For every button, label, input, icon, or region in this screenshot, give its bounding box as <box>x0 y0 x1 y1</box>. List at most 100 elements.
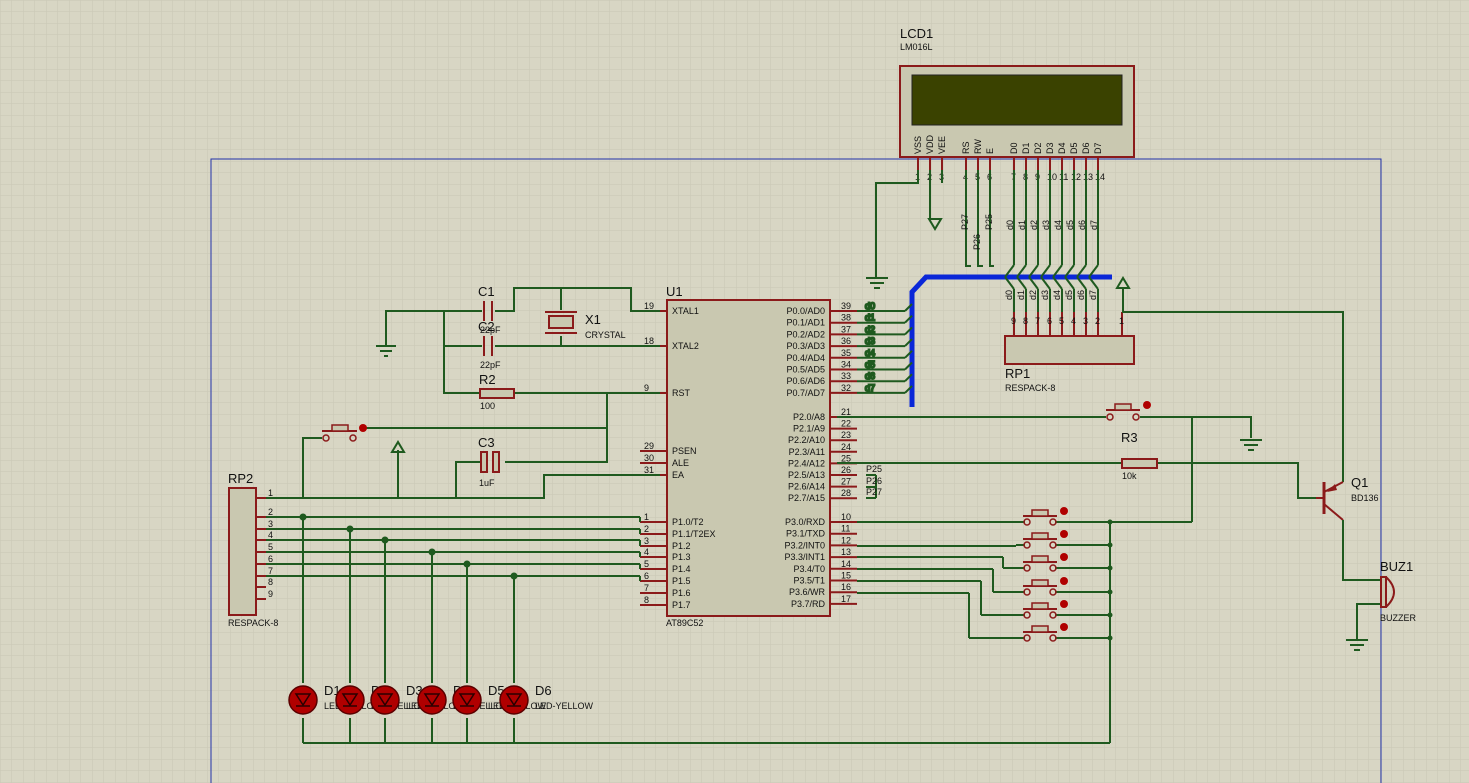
p20-pushbutton[interactable] <box>1106 401 1151 421</box>
wire <box>1040 264 1051 278</box>
u1-pin-name: XTAL1 <box>672 306 699 316</box>
rp2-part: RESPACK-8 <box>228 618 278 628</box>
oscillator-wires <box>385 287 660 394</box>
junction <box>381 536 389 544</box>
u1-pin-number: 31 <box>644 465 654 475</box>
net-label: d1 <box>1017 220 1027 230</box>
u1-pin-number: 27 <box>841 477 851 487</box>
net-label: P26 <box>972 234 982 250</box>
u1-pin-number: 5 <box>644 559 649 569</box>
u1-pin-number: 18 <box>644 336 654 346</box>
capacitor-c2[interactable]: C2 22pF <box>478 319 501 370</box>
p0-net-label: d7 <box>865 383 875 393</box>
u1-pin-name: P1.7 <box>672 600 691 610</box>
switch-button <box>1031 602 1049 610</box>
net-label: d4 <box>1053 220 1063 230</box>
led-symbol <box>458 693 476 707</box>
u1-pin-name: ALE <box>672 458 689 468</box>
p2-ground <box>1240 439 1262 451</box>
p3-pushbutton[interactable] <box>1023 507 1068 526</box>
buzzer-buz1[interactable]: BUZ1 BUZZER <box>1380 559 1417 623</box>
u1-pin-number: 36 <box>841 336 851 346</box>
u1-pin-number: 17 <box>841 594 851 604</box>
rp1-pin-number: 1 <box>1119 316 1124 326</box>
rp1-common-wire <box>1122 288 1344 482</box>
lcd-ground-symbol <box>866 277 888 289</box>
lcd-pin-name: VEE <box>937 136 947 154</box>
p3-pushbutton[interactable] <box>1023 530 1068 549</box>
junction <box>463 560 471 568</box>
net-label: d3 <box>1041 220 1051 230</box>
switch-indicator <box>1060 530 1068 538</box>
lcd-pin-number: 13 <box>1083 172 1093 182</box>
wire <box>1016 264 1027 278</box>
wire <box>904 338 913 347</box>
p3-pushbutton[interactable] <box>1023 553 1068 572</box>
rp1-net-label: d0 <box>1004 290 1014 300</box>
wire <box>904 326 913 336</box>
rp2-pin-number: 3 <box>268 519 273 529</box>
p0-net-label: d5 <box>865 360 875 370</box>
c1-value: 22pF <box>480 325 501 335</box>
junction <box>1107 589 1113 595</box>
lcd-pin-name: VDD <box>925 134 935 154</box>
u1-pin-number: 32 <box>841 383 851 393</box>
p3-pushbutton[interactable] <box>1023 600 1068 619</box>
u1-pin-number: 22 <box>841 419 851 429</box>
capacitor-c1[interactable]: C1 22pF <box>478 284 501 335</box>
led-array[interactable]: D1LED-YELLOWD2LED-YELLOWD3LED-YELLOWD4LE… <box>288 683 594 715</box>
u1-pin-name: P3.3/INT1 <box>784 552 825 562</box>
u1-pin-number: 7 <box>644 583 649 593</box>
led-body <box>499 685 529 715</box>
wire <box>1004 276 1015 290</box>
buzzer-wires <box>1342 520 1381 640</box>
rp1-ref: RP1 <box>1005 366 1030 381</box>
p3-pushbutton[interactable] <box>1023 577 1068 596</box>
transistor-q1[interactable]: Q1 BD136 <box>1316 475 1379 521</box>
u1-part: AT89C52 <box>666 618 703 628</box>
u1-pin-name: P1.6 <box>672 588 691 598</box>
wire <box>1064 264 1075 278</box>
q1-part: BD136 <box>1351 493 1379 503</box>
p0-net-label: d1 <box>865 313 875 323</box>
switch-indicator <box>1060 600 1068 608</box>
u1-pin-number: 10 <box>841 512 851 522</box>
x1-ref: X1 <box>585 312 601 327</box>
p3-switch-array[interactable] <box>857 507 1192 642</box>
reset-pushbutton[interactable] <box>322 424 367 442</box>
u1-pin-name: P0.3/AD3 <box>786 341 825 351</box>
u1-pin-name: P0.1/AD1 <box>786 318 825 328</box>
u1-pin-number: 38 <box>841 313 851 323</box>
net-label: d7 <box>1089 220 1099 230</box>
x1-part: CRYSTAL <box>585 330 626 340</box>
switch-indicator <box>1060 623 1068 631</box>
u1-pin-number: 23 <box>841 430 851 440</box>
resistor-r2[interactable]: R2 100 <box>479 372 515 411</box>
u1-pin-number: 26 <box>841 465 851 475</box>
wire <box>904 373 913 382</box>
u1-pin-name: P1.2 <box>672 541 691 551</box>
u1-pin-name: P1.0/T2 <box>672 517 704 527</box>
rp2-pin-number: 6 <box>268 554 273 564</box>
led-body <box>288 685 318 715</box>
u1-pin-name: P0.5/AD5 <box>786 365 825 375</box>
u1-pin-name: P3.7/RD <box>791 599 826 609</box>
resistor-r3[interactable]: R3 10k <box>1121 430 1158 481</box>
u1-pin-name: P0.7/AD7 <box>786 388 825 398</box>
p3-pushbutton[interactable] <box>1023 623 1068 642</box>
rp1-net-label: d1 <box>1016 290 1026 300</box>
crystal-x1[interactable]: X1 CRYSTAL <box>545 311 626 340</box>
led-part: LED-YELLOW <box>535 701 594 711</box>
osc-ground <box>376 345 396 357</box>
lcd-wires <box>875 170 994 278</box>
capacitor-c3[interactable]: C3 1uF <box>478 435 500 488</box>
rp1-net-label: d2 <box>1028 290 1038 300</box>
u1-pin-number: 25 <box>841 453 851 463</box>
u1-pin-number: 6 <box>644 571 649 581</box>
